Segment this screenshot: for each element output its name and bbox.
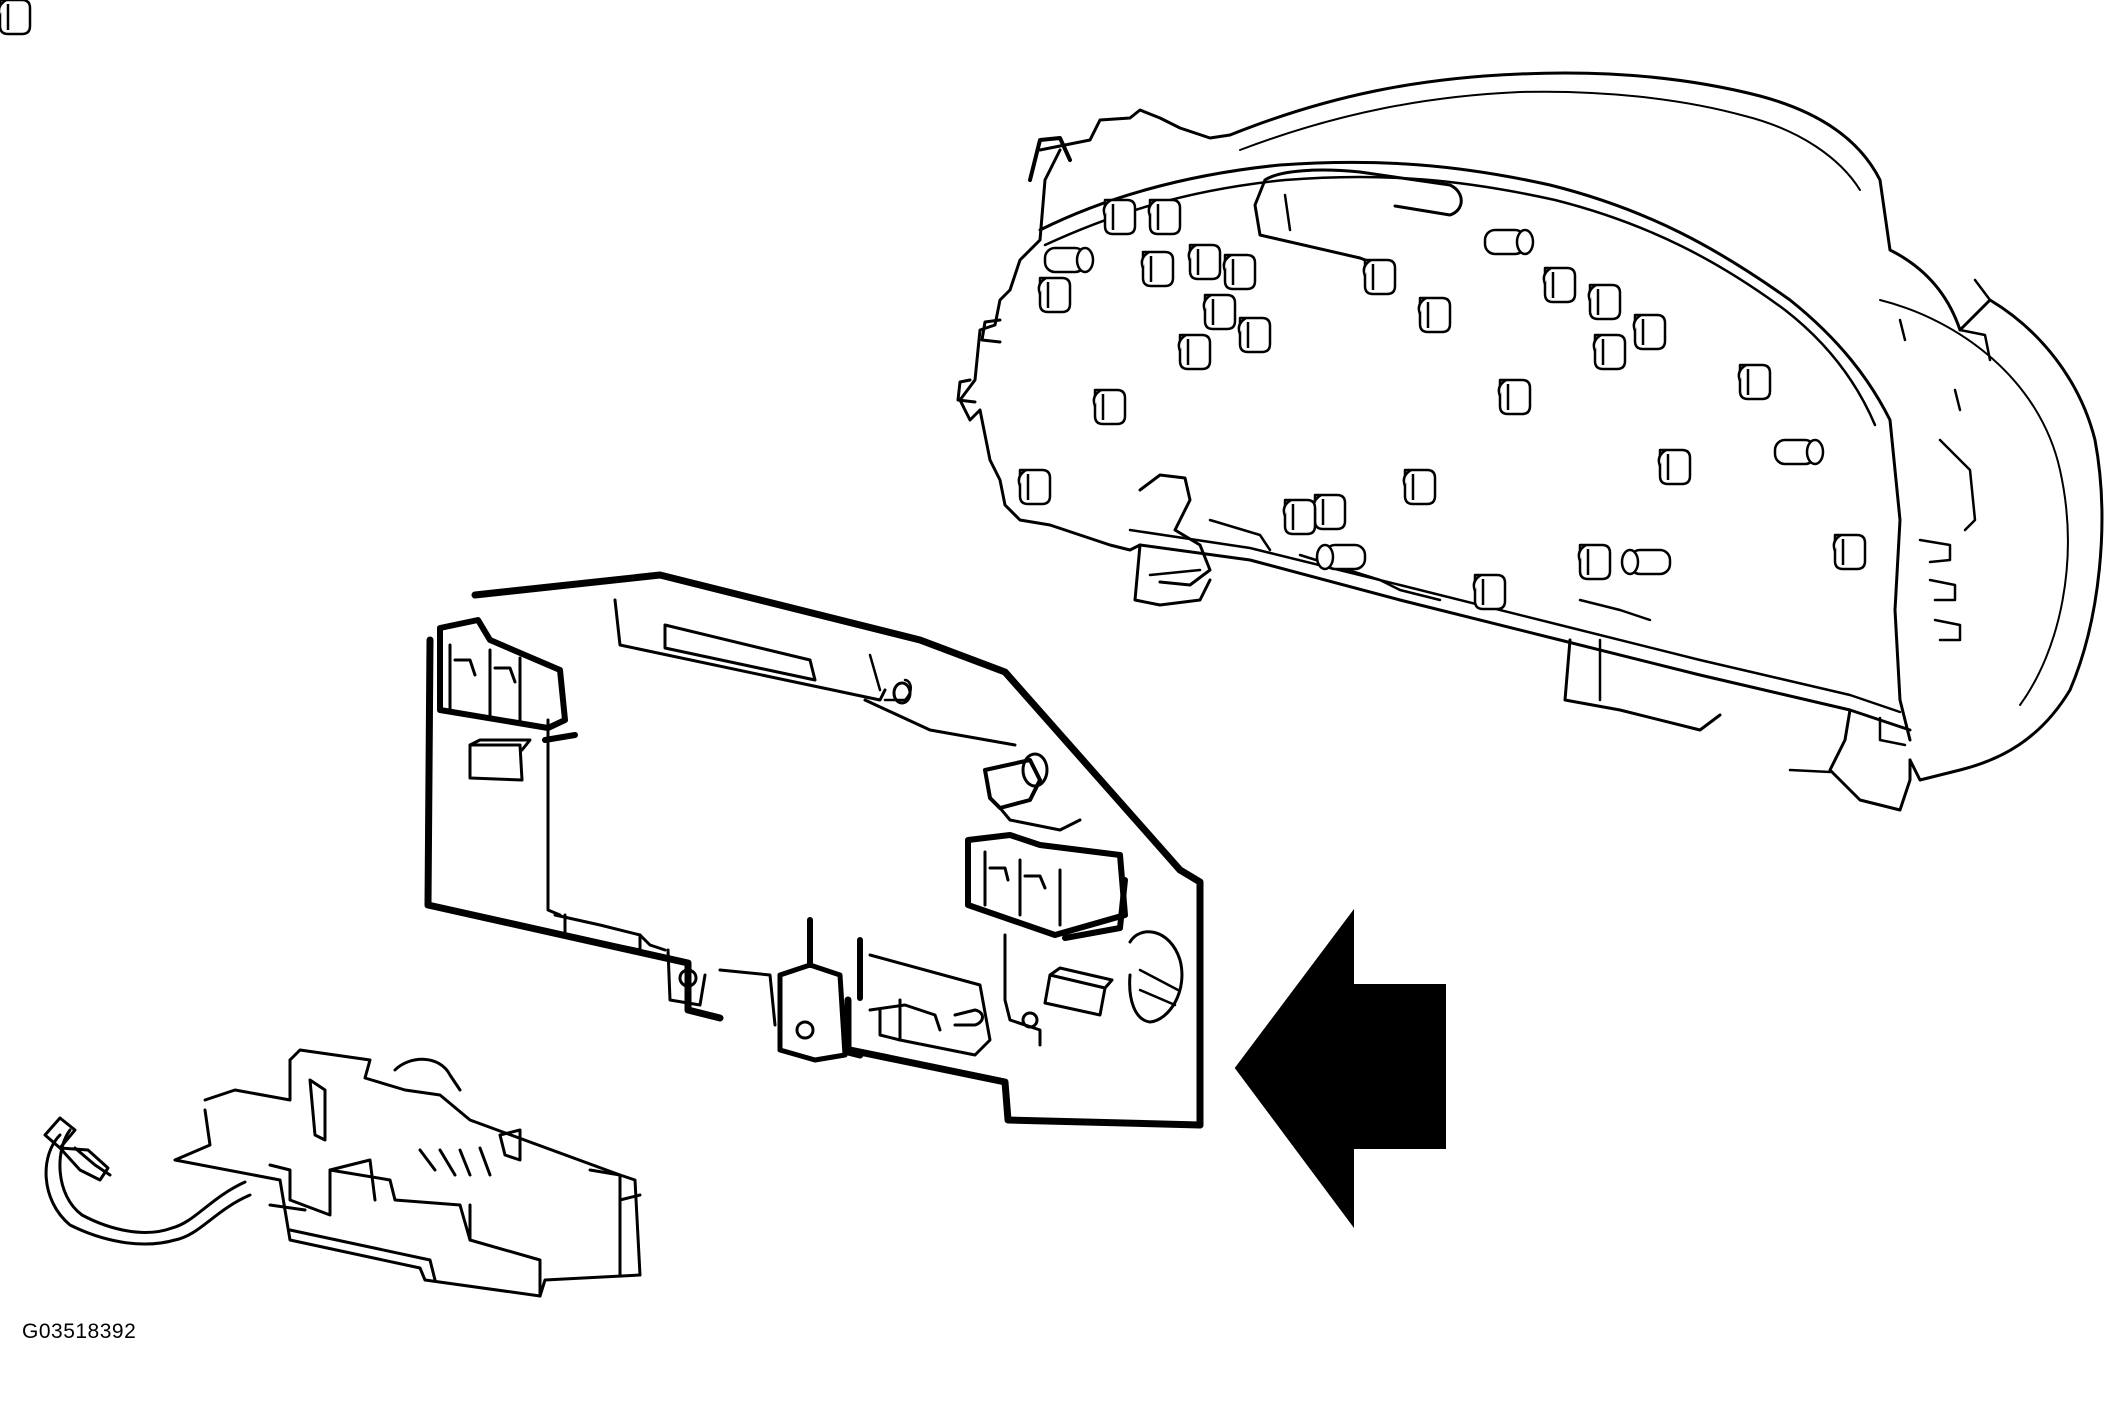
arrow-left-icon: [1234, 909, 1446, 1229]
cluster-housing-icon: [956, 71, 2104, 812]
circuit-board-icon: [424, 571, 1204, 1129]
side-sockets: [1043, 228, 1825, 576]
figure-id-label: G03518392: [22, 1320, 137, 1343]
connector-module-icon: [43, 1048, 642, 1298]
bulb-sockets: [0, 0, 1867, 611]
